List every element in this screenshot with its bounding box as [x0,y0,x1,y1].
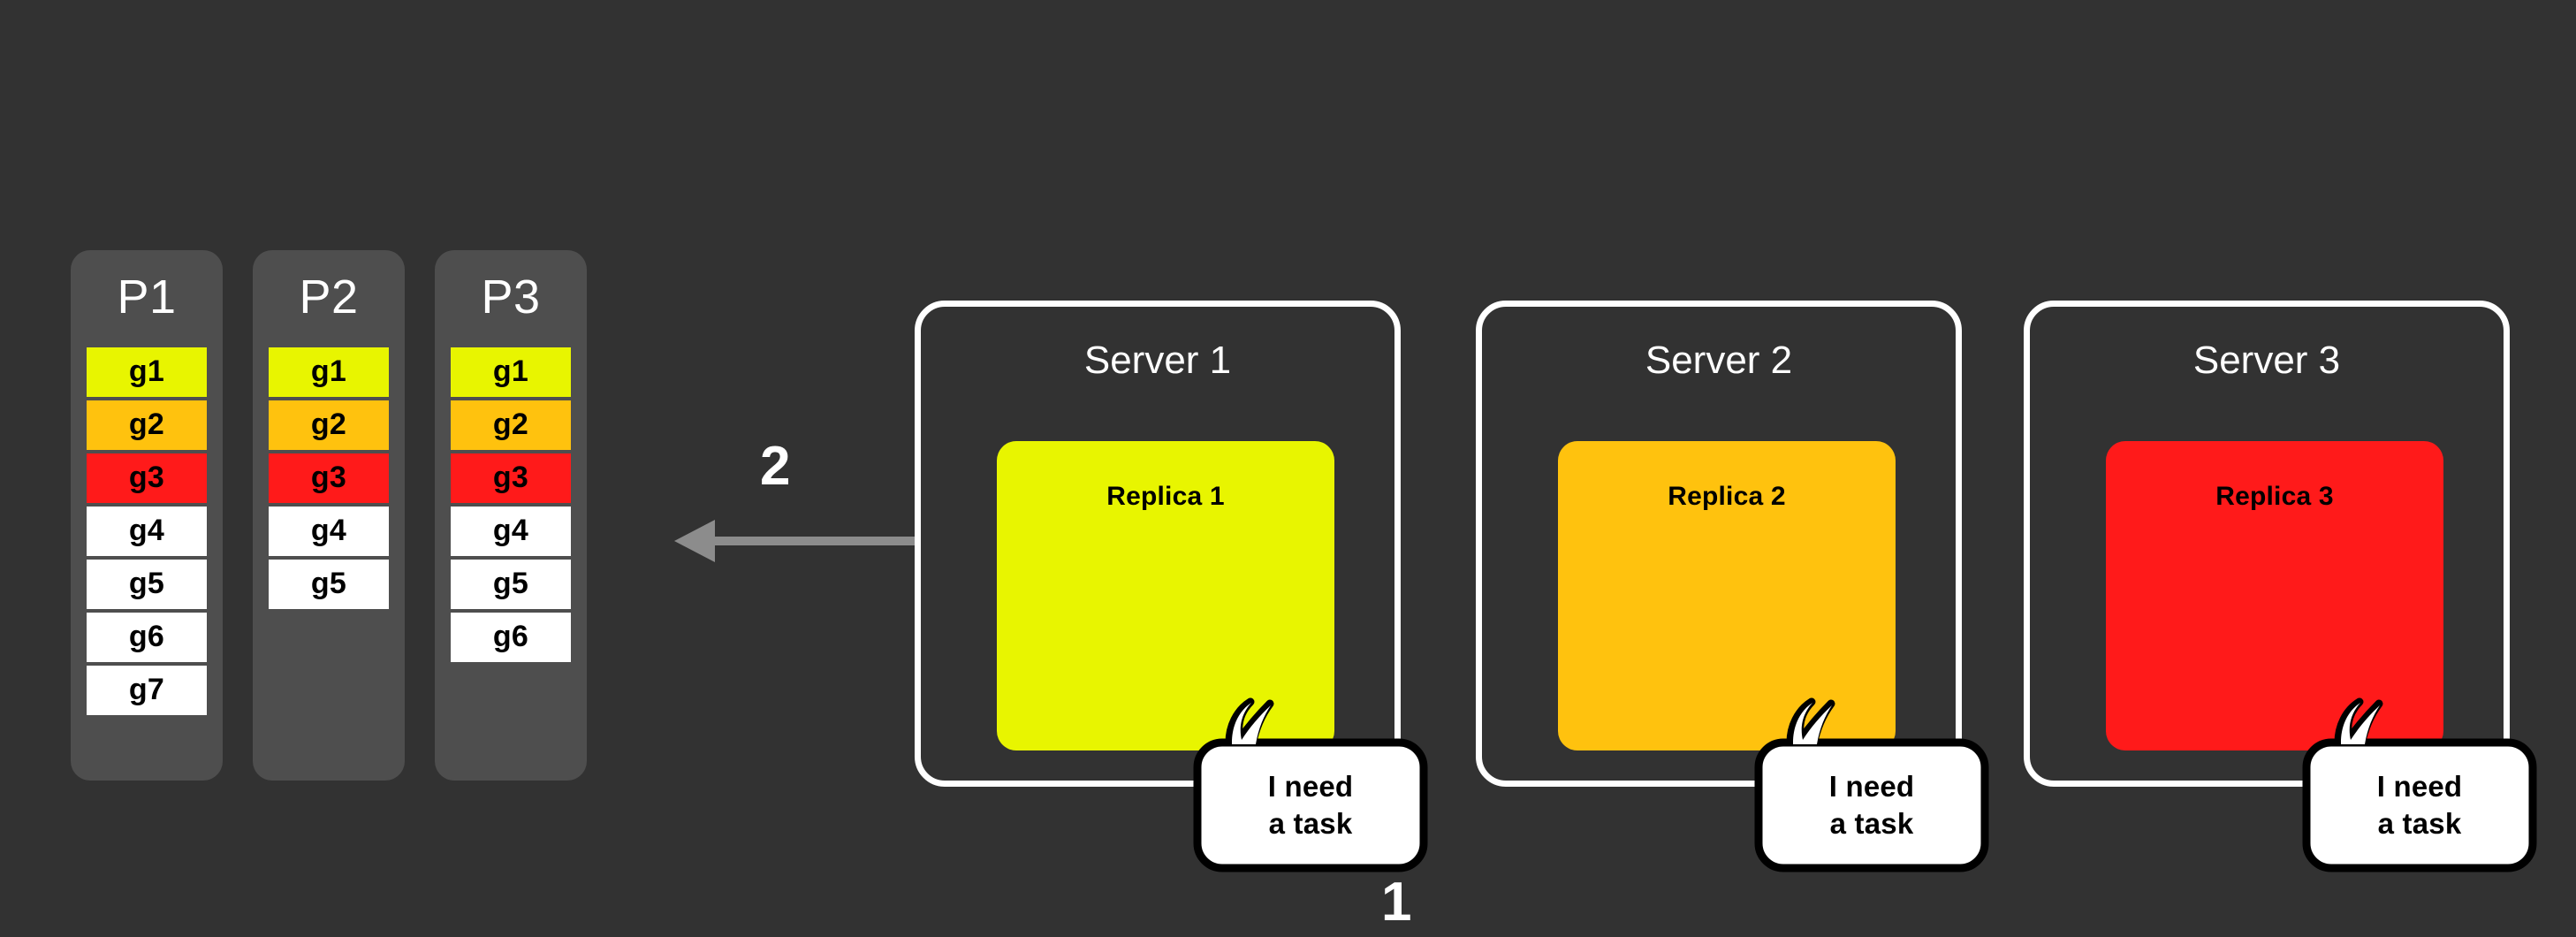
arrow-shaft-icon [711,537,915,545]
server-3-title: Server 3 [2192,339,2341,382]
replica-3-block[interactable]: Replica 3 [2106,441,2443,750]
partition-p1-slots: g1 g2 g3 g4 g5 g6 g7 [87,347,207,715]
server-2-title: Server 2 [1645,339,1793,382]
slot-g5[interactable]: g5 [269,559,389,609]
partition-p2-slots: g1 g2 g3 g4 g5 [269,347,389,609]
slot-g1[interactable]: g1 [87,347,207,397]
server-box-1[interactable]: Server 1 Replica 1 [915,301,1401,787]
step-2-arrow-group: 2 [672,436,915,566]
replica-3-label: Replica 3 [2215,482,2334,511]
replica-2-block[interactable]: Replica 2 [1558,441,1896,750]
speech-bubble-2-text: I need a task [1759,743,1985,868]
partition-p1[interactable]: P1 g1 g2 g3 g4 g5 g6 g7 [71,250,223,781]
partition-p1-title: P1 [117,270,177,324]
bubble-line-1: I need [2376,769,2463,803]
speech-bubble-3-text: I need a task [2306,743,2533,868]
slot-g2[interactable]: g2 [87,400,207,450]
slot-g4[interactable]: g4 [87,506,207,556]
arrow-left-head-icon [674,520,715,562]
bubble-line-2: a task [1268,807,1353,840]
partition-p3[interactable]: P3 g1 g2 g3 g4 g5 g6 [435,250,587,781]
speech-bubble-server-3[interactable]: I need a task [2302,697,2537,872]
partition-p2[interactable]: P2 g1 g2 g3 g4 g5 [253,250,405,781]
partition-p3-title: P3 [481,270,541,324]
slot-g3[interactable]: g3 [269,453,389,503]
slot-g2[interactable]: g2 [451,400,571,450]
partition-group: P1 g1 g2 g3 g4 g5 g6 g7 P2 g1 g2 g3 g4 g… [71,250,587,781]
replica-2-label: Replica 2 [1668,482,1786,511]
step-2-label: 2 [760,436,791,497]
bubble-line-1: I need [1828,769,1915,803]
replica-1-block[interactable]: Replica 1 [997,441,1334,750]
step-1-label: 1 [1381,872,1412,933]
replica-1-label: Replica 1 [1106,482,1225,511]
speech-bubble-shape-icon [1754,697,1989,872]
speech-bubble-1-text: I need a task [1197,743,1424,868]
bubble-line-1: I need [1267,769,1354,803]
slot-g3[interactable]: g3 [87,453,207,503]
slot-g2[interactable]: g2 [269,400,389,450]
bubble-line-2: a task [1829,807,1914,840]
slot-g4[interactable]: g4 [451,506,571,556]
speech-bubble-shape-icon [2302,697,2537,872]
slot-g1[interactable]: g1 [269,347,389,397]
speech-bubble-server-1[interactable]: I need a task [1193,697,1428,872]
partition-p2-title: P2 [299,270,359,324]
slot-g7[interactable]: g7 [87,665,207,715]
speech-bubble-shape-icon [1193,697,1428,872]
server-box-3[interactable]: Server 3 Replica 3 [2024,301,2510,787]
slot-g5[interactable]: g5 [451,559,571,609]
slot-g3[interactable]: g3 [451,453,571,503]
speech-bubble-server-2[interactable]: I need a task [1754,697,1989,872]
server-box-2[interactable]: Server 2 Replica 2 [1476,301,1962,787]
slot-g4[interactable]: g4 [269,506,389,556]
slot-g5[interactable]: g5 [87,559,207,609]
slot-g1[interactable]: g1 [451,347,571,397]
server-1-title: Server 1 [1083,339,1232,382]
partition-p3-slots: g1 g2 g3 g4 g5 g6 [451,347,571,662]
bubble-line-2: a task [2377,807,2462,840]
slot-g6[interactable]: g6 [87,612,207,662]
slot-g6[interactable]: g6 [451,612,571,662]
